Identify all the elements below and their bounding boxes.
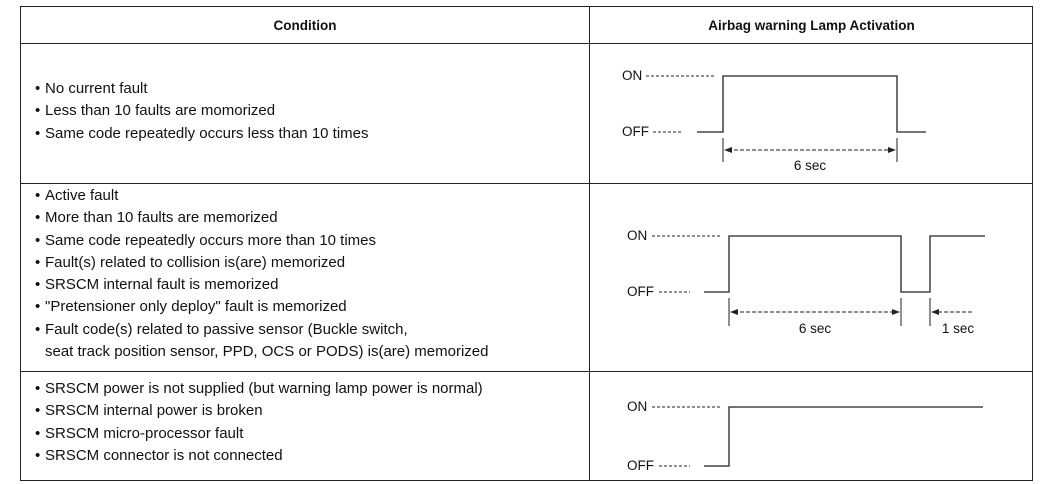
lamp-timing-diagram-2: ON OFF 6 sec 1 sec (627, 228, 985, 336)
lamp-activation-table: Condition Airbag warning Lamp Activation… (20, 6, 1033, 481)
condition-item-continuation: seat track position sensor, PPD, OCS or … (45, 343, 489, 361)
condition-item: Same code repeatedly occurs less than 10… (35, 123, 369, 145)
lamp-signal-trace (704, 406, 983, 467)
arrow-right-icon (892, 309, 900, 315)
off-label: OFF (627, 284, 654, 299)
arrow-left-icon (931, 309, 939, 315)
condition-item: "Pretensioner only deploy" fault is memo… (35, 296, 488, 318)
on-duration-label: 6 sec (794, 158, 827, 173)
on-label: ON (627, 399, 647, 414)
condition-item: More than 10 faults are memorized (35, 207, 488, 229)
condition-item: Active fault (35, 185, 488, 207)
table-header: Condition Airbag warning Lamp Activation (21, 7, 1032, 44)
lamp-signal-trace (704, 235, 985, 293)
off-duration-label: 1 sec (942, 321, 975, 336)
column-divider (589, 7, 590, 480)
condition-item: SRSCM connector is not connected (35, 445, 483, 467)
condition-item: SRSCM power is not supplied (but warning… (35, 378, 483, 400)
condition-list-1: No current fault Less than 10 faults are… (35, 78, 369, 145)
condition-item: Fault code(s) related to passive sensor … (35, 319, 488, 341)
condition-item: Fault(s) related to collision is(are) me… (35, 252, 488, 274)
header-activation: Airbag warning Lamp Activation (708, 18, 915, 33)
on-duration-label: 6 sec (799, 321, 832, 336)
condition-list-2: Active fault More than 10 faults are mem… (35, 185, 488, 363)
condition-item: SRSCM internal fault is memorized (35, 274, 488, 296)
lamp-timing-diagram-1: ON OFF 6 sec (622, 68, 926, 173)
on-label: ON (622, 68, 642, 83)
off-label: OFF (622, 124, 649, 139)
lamp-timing-diagram-3: ON OFF (627, 399, 983, 473)
table-row-2: Active fault More than 10 faults are mem… (21, 183, 1032, 371)
arrow-left-icon (724, 147, 732, 153)
on-label: ON (627, 228, 647, 243)
arrow-right-icon (888, 147, 896, 153)
off-label: OFF (627, 458, 654, 473)
condition-item: Less than 10 faults are momorized (35, 100, 369, 122)
condition-item: SRSCM micro-processor fault (35, 423, 483, 445)
table-row-1: No current fault Less than 10 faults are… (21, 44, 1032, 183)
arrow-left-icon (730, 309, 738, 315)
condition-item: SRSCM internal power is broken (35, 400, 483, 422)
condition-item: No current fault (35, 78, 369, 100)
table-row-3: SRSCM power is not supplied (but warning… (21, 371, 1032, 480)
lamp-signal-trace (697, 75, 926, 133)
header-condition: Condition (273, 18, 337, 33)
condition-list-3: SRSCM power is not supplied (but warning… (35, 378, 483, 467)
condition-item: Same code repeatedly occurs more than 10… (35, 230, 488, 252)
